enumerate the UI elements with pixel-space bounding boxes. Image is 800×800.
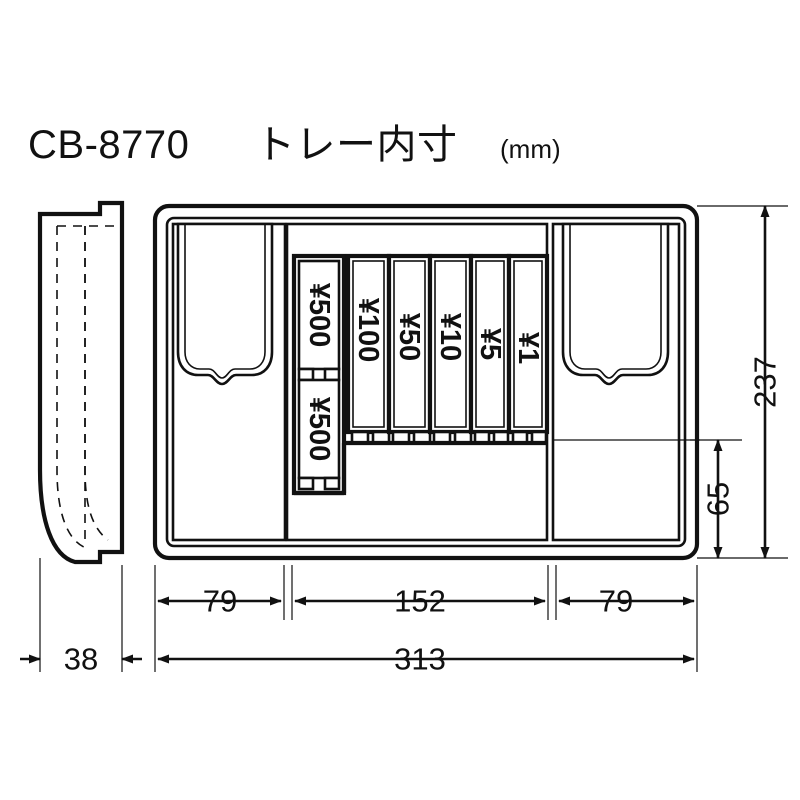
horizontal-dimensions: 79 152 79 313 [154,565,698,677]
dim-label-79-right: 79 [599,584,633,619]
side-profile-hidden-edge-1 [56,226,87,549]
title-unit: (mm) [500,134,561,164]
coin-slot-5-label: ¥5 [474,328,506,360]
coin-column-50: ¥50 [386,253,433,445]
coin-slot-500-lower[interactable] [297,378,341,480]
coin-section: ¥500 ¥500 ¥100 [285,222,550,542]
coin-slot-1-inner [513,260,543,428]
coin-slot-10-inner [434,260,467,428]
coin-slot-500-upper-label: ¥500 [303,283,335,348]
side-depth-dimension: 38 [20,558,142,677]
left-bill-pocket-inner [184,224,266,379]
coin-column-100: ¥100 [345,253,392,445]
coin-slot-10-label: ¥10 [434,313,466,361]
dim-label-237: 237 [748,356,783,408]
dim-label-79-left: 79 [203,584,237,619]
coin-slot-50-inner [393,260,426,428]
dim-label-313: 313 [394,642,446,677]
left-bill-slot [171,222,287,542]
right-bill-slot [551,222,700,542]
side-profile-view [37,200,125,565]
right-bill-pocket-outer [561,222,670,386]
tray-top-view: ¥500 ¥500 ¥100 [152,203,700,561]
coin-column-500-bottom-tab-left [297,476,315,491]
coin-column-10: ¥10 [427,253,474,445]
title-description: トレー内寸 [255,123,458,167]
coin-column-1: ¥1 [506,253,550,445]
side-profile-outline [37,200,125,565]
coin-column-5: ¥5 [468,253,512,445]
coin-slot-500-upper[interactable] [297,259,341,371]
title-block: CB-8770 トレー内寸 (mm) [28,123,561,167]
coin-columns-single: ¥100 ¥50 [345,253,550,445]
dim-label-65: 65 [701,482,736,516]
coin-slot-50-label: ¥50 [393,313,425,361]
right-bill-pocket-inner [569,224,662,379]
coin-slot-1-label: ¥1 [512,332,544,364]
coin-column-500: ¥500 ¥500 [291,253,347,496]
left-bill-pocket-outer [176,222,274,386]
coin-slot-100-inner [352,260,385,428]
coin-slot-5-inner [475,260,505,428]
coin-slot-100-label: ¥100 [352,298,384,363]
coin-slot-500-divider-tab-right [323,367,341,382]
coin-slot-500-divider-tab-left [297,367,315,382]
coin-column-500-bottom-tab-right [323,476,341,491]
title-model: CB-8770 [28,123,189,167]
dim-label-38: 38 [64,642,98,677]
vertical-dimensions: 237 65 [690,205,788,559]
coin-slot-500-lower-label: ¥500 [303,397,335,462]
dim-label-152: 152 [394,584,446,619]
